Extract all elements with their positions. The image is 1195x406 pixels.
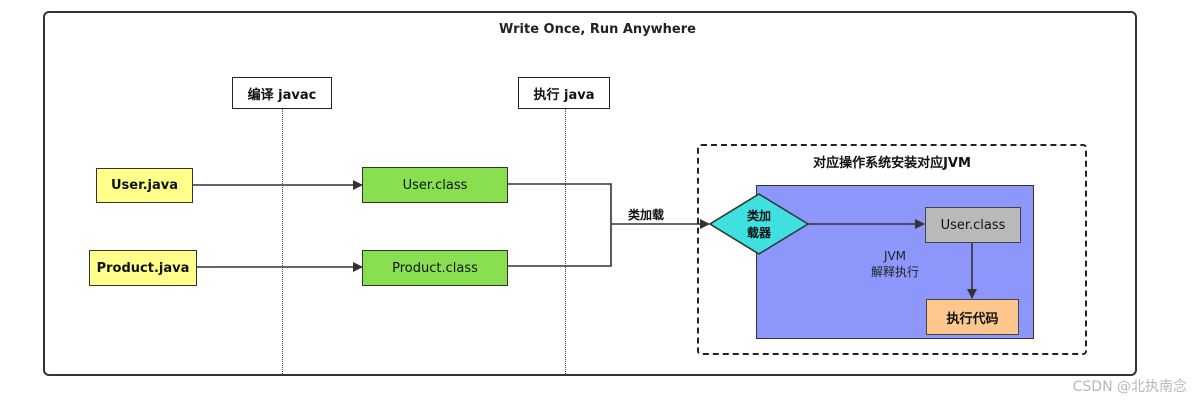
source-user-java: User.java <box>96 168 193 203</box>
execute-code-box: 执行代码 <box>926 299 1019 335</box>
class-loader-label-line2: 载器 <box>746 226 771 240</box>
interpret-label: 解释执行 <box>870 265 919 279</box>
connector-user-class <box>508 183 612 224</box>
jvm-label: JVM <box>883 249 907 263</box>
source-product-java: Product.java <box>89 250 197 286</box>
watermark: CSDN @北执南念 <box>1072 379 1187 395</box>
class-product: Product.class <box>362 250 508 286</box>
loaded-user-class: User.class <box>925 207 1021 243</box>
class-loader-label-line1: 类加 <box>746 209 771 223</box>
class-user: User.class <box>362 167 508 203</box>
stage-compile: 编译 javac <box>232 77 332 109</box>
class-loading-label: 类加载 <box>628 208 665 222</box>
run-divider <box>565 109 566 376</box>
class-loader-diamond-fill <box>708 193 810 255</box>
class-loader-label: 类加 载器 <box>730 208 788 242</box>
os-jvm-container <box>697 144 1087 355</box>
os-jvm-title: 对应操作系统安装对应JVM <box>813 156 971 171</box>
jvm-interpret-label: JVM 解释执行 <box>860 248 930 280</box>
connector-product-class <box>508 224 612 267</box>
stage-run: 执行 java <box>518 77 610 109</box>
diagram-title: Write Once, Run Anywhere <box>499 22 696 37</box>
compile-divider <box>282 109 283 376</box>
